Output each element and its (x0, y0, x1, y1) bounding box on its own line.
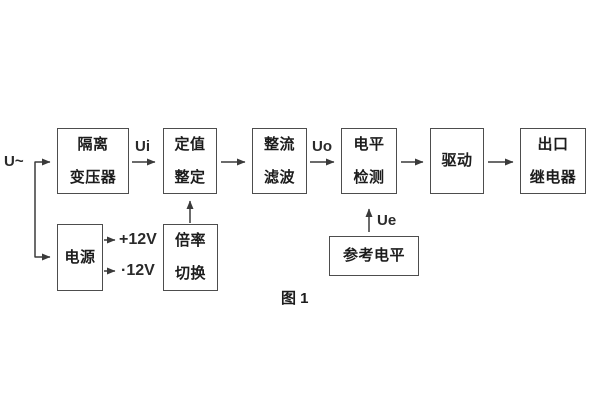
block-label: 参考电平 (342, 247, 405, 264)
signal-label-input: U~ (4, 153, 24, 170)
block-label: 隔离 (77, 135, 109, 153)
rail-label-pos12v: +12V (119, 231, 157, 248)
block-setpoint-adjust: 定值 整定 (163, 128, 217, 194)
signal-label-uo: Uo (312, 138, 332, 155)
block-label: 检测 (353, 168, 385, 186)
rail-label-neg12v: ·12V (121, 262, 155, 279)
signal-label-ui: Ui (135, 138, 150, 155)
block-label: 出口 (537, 135, 569, 153)
block-reference-level: 参考电平 (329, 236, 419, 276)
block-power-supply: 电源 (57, 224, 103, 291)
block-rectifier-filter: 整流 滤波 (252, 128, 307, 194)
block-label: 整定 (174, 168, 206, 186)
block-label: 变压器 (69, 168, 117, 186)
block-label: 倍率 (174, 232, 206, 249)
block-label: 电源 (64, 248, 96, 266)
block-label: 切换 (174, 265, 206, 282)
signal-label-ue: Ue (377, 212, 397, 229)
block-label: 整流 (263, 135, 295, 153)
block-ratio-switch: 倍率 切换 (163, 224, 218, 291)
block-drive: 驱动 (430, 128, 484, 194)
block-label: 继电器 (529, 168, 577, 186)
figure-caption: 图 1 (281, 290, 309, 307)
block-label: 驱动 (441, 152, 473, 169)
block-output-relay: 出口 继电器 (520, 128, 586, 194)
block-label: 定值 (174, 135, 206, 153)
block-label: 电平 (353, 135, 385, 153)
block-label: 滤波 (263, 168, 295, 186)
block-level-detection: 电平 检测 (341, 128, 397, 194)
block-isolation-transformer: 隔离 变压器 (57, 128, 129, 194)
